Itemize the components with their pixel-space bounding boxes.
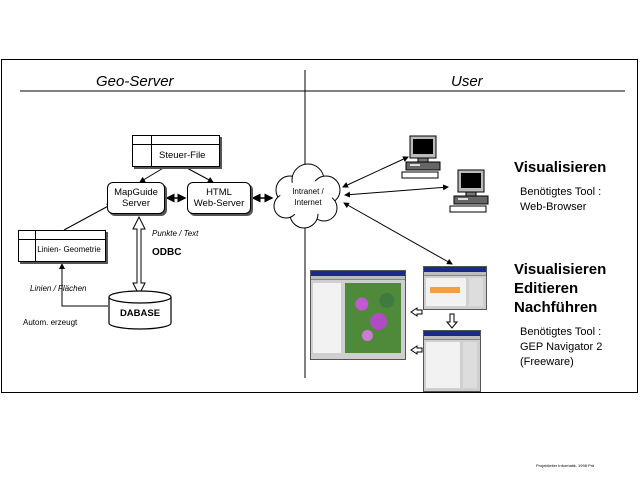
arrow-network-computer1 [342, 156, 409, 188]
editieren-title-3: Nachführen [514, 299, 598, 316]
form-panel [426, 342, 460, 388]
odbc-arrow [132, 215, 146, 297]
editor-screenshot-2 [423, 330, 481, 392]
dabase-label: DABASE [119, 308, 161, 319]
side-panel [463, 342, 477, 388]
doc-margin [35, 231, 36, 261]
side-panel [469, 278, 483, 306]
diagram-frame [1, 59, 638, 393]
visualisieren-tool-label: Benötigtes Tool : [520, 186, 602, 198]
user-header: User [451, 73, 483, 90]
mapguide-server-node: MapGuide Server [107, 182, 165, 214]
network-label-line1: Intranet / [292, 187, 324, 196]
editieren-tool-line2: (Freeware) [520, 356, 574, 368]
visualisieren-title: Visualisieren [514, 159, 607, 176]
doc-rule [133, 144, 219, 145]
autom-erzeugt-label: Autom. erzeugt [23, 318, 78, 327]
computer-icon [401, 135, 441, 179]
linien-geometrie-node: Linien- Geometrie [18, 230, 106, 262]
geo-server-header: Geo-Server [96, 73, 174, 90]
arrow-steuer-mapguide [139, 166, 166, 183]
dabase-cylinder [108, 290, 172, 330]
flow-arrow-down [445, 313, 459, 329]
mapguide-label-line1: MapGuide [114, 187, 158, 198]
arrow-steuer-webserver [184, 166, 214, 183]
html-web-server-node: HTML Web-Server [187, 182, 251, 214]
visualisieren-tool-value: Web-Browser [520, 201, 587, 213]
footer-text: Projektleiter Informatik, 1998 Prä [536, 463, 595, 468]
flow-arrow-right [410, 345, 423, 355]
editor-screenshot-1 [423, 266, 487, 310]
arrow-network-editor [343, 202, 453, 265]
editieren-title-1: Visualisieren [514, 261, 607, 278]
editieren-title-2: Editieren [514, 280, 579, 297]
mapguide-label-line2: Server [122, 198, 150, 209]
webserver-label-line1: HTML [206, 187, 232, 198]
linien-flaechen-label: Linien / Flächen [30, 284, 87, 293]
doc-margin [151, 136, 152, 166]
punkte-text-label: Punkte / Text [152, 229, 199, 238]
network-cloud [273, 163, 341, 229]
layer-panel [313, 283, 341, 353]
steuer-file-label: Steuer-File [159, 149, 206, 161]
arrow-geometrie-mapguide [63, 203, 113, 231]
arrow-network-computer2 [344, 184, 449, 198]
network-label-line2: Internet [294, 198, 322, 207]
map-image [345, 283, 401, 353]
doc-rule [19, 239, 105, 240]
steuer-file-node: Steuer-File [132, 135, 220, 167]
editieren-tool-label: Benötigtes Tool : [520, 326, 602, 338]
odbc-label: ODBC [152, 247, 182, 258]
computer-icon [449, 169, 489, 213]
linien-geometrie-label: Linien- Geometrie [37, 244, 101, 254]
map-viewer-screenshot [310, 270, 406, 360]
arrow-dabase-geometrie [59, 263, 108, 307]
editieren-tool-line1: GEP Navigator 2 [520, 341, 603, 353]
network-label: Intranet / Internet [278, 186, 338, 208]
flow-arrow-left-1 [410, 307, 423, 317]
webserver-label-line2: Web-Server [193, 198, 245, 209]
highlight-bar [430, 287, 460, 293]
